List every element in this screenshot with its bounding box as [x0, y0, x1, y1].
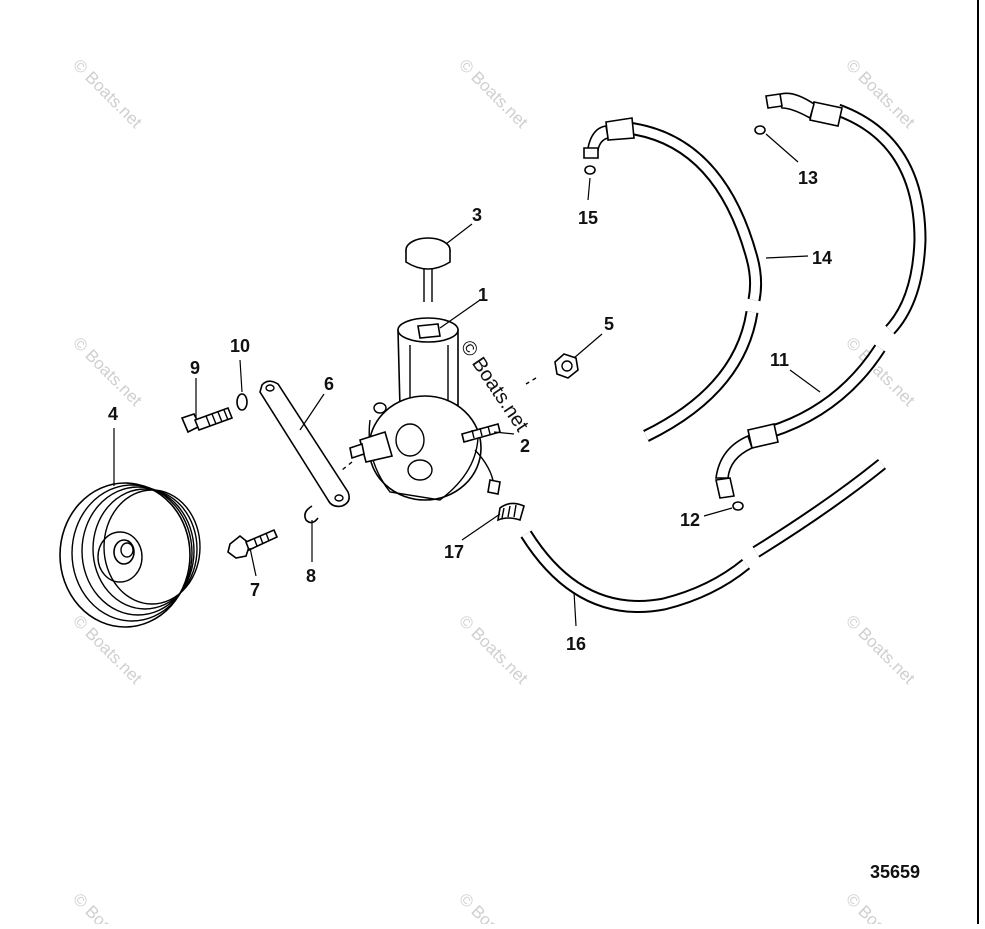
watermark: © Boats.net	[455, 889, 532, 924]
watermark: © Boats.net	[69, 889, 146, 924]
clamp-part	[496, 502, 525, 522]
hose-14-part	[583, 117, 763, 442]
watermark: © Boats.net	[842, 333, 919, 410]
callout-16: 16	[566, 634, 586, 654]
bracket-part	[259, 380, 350, 508]
callout-2: 2	[520, 436, 530, 456]
watermark: © Boats.net	[455, 611, 532, 688]
nut-part	[525, 353, 579, 385]
callout-labels: 1 2 3 4 5 6 7 8 9 10 11 12 13 14 15 16 1…	[108, 168, 832, 654]
clip-washer-part	[304, 505, 319, 524]
hose-11-part	[715, 92, 927, 499]
filler-cap-part	[405, 237, 451, 302]
callout-3: 3	[472, 205, 482, 225]
hose-16-part	[520, 458, 887, 613]
watermark: © Boats.net	[69, 333, 146, 410]
callout-9: 9	[190, 358, 200, 378]
pulley-part	[59, 482, 201, 628]
callout-5: 5	[604, 314, 614, 334]
watermark: © Boats.net	[842, 889, 919, 924]
callout-6: 6	[324, 374, 334, 394]
o-ring-13-part	[754, 125, 766, 135]
callout-14: 14	[812, 248, 832, 268]
callout-1: 1	[478, 285, 488, 305]
watermark: © Boats.net	[842, 611, 919, 688]
callout-13: 13	[798, 168, 818, 188]
callout-8: 8	[306, 566, 316, 586]
callout-15: 15	[578, 208, 598, 228]
screw-part	[227, 528, 279, 559]
watermark: © Boats.net	[455, 55, 532, 132]
o-ring-12-part	[732, 501, 744, 511]
callout-7: 7	[250, 580, 260, 600]
leader-lines	[113, 133, 821, 627]
figure-number: 35659	[870, 862, 920, 882]
lock-washer-part	[236, 393, 248, 411]
bolt-part	[180, 406, 234, 434]
o-ring-15-part	[584, 165, 596, 175]
callout-4: 4	[108, 404, 118, 424]
callout-11: 11	[770, 350, 789, 370]
watermark: © Boats.net	[69, 55, 146, 132]
callout-17: 17	[444, 542, 464, 562]
callout-10: 10	[230, 336, 250, 356]
pump-part	[341, 317, 501, 501]
callout-12: 12	[680, 510, 700, 530]
